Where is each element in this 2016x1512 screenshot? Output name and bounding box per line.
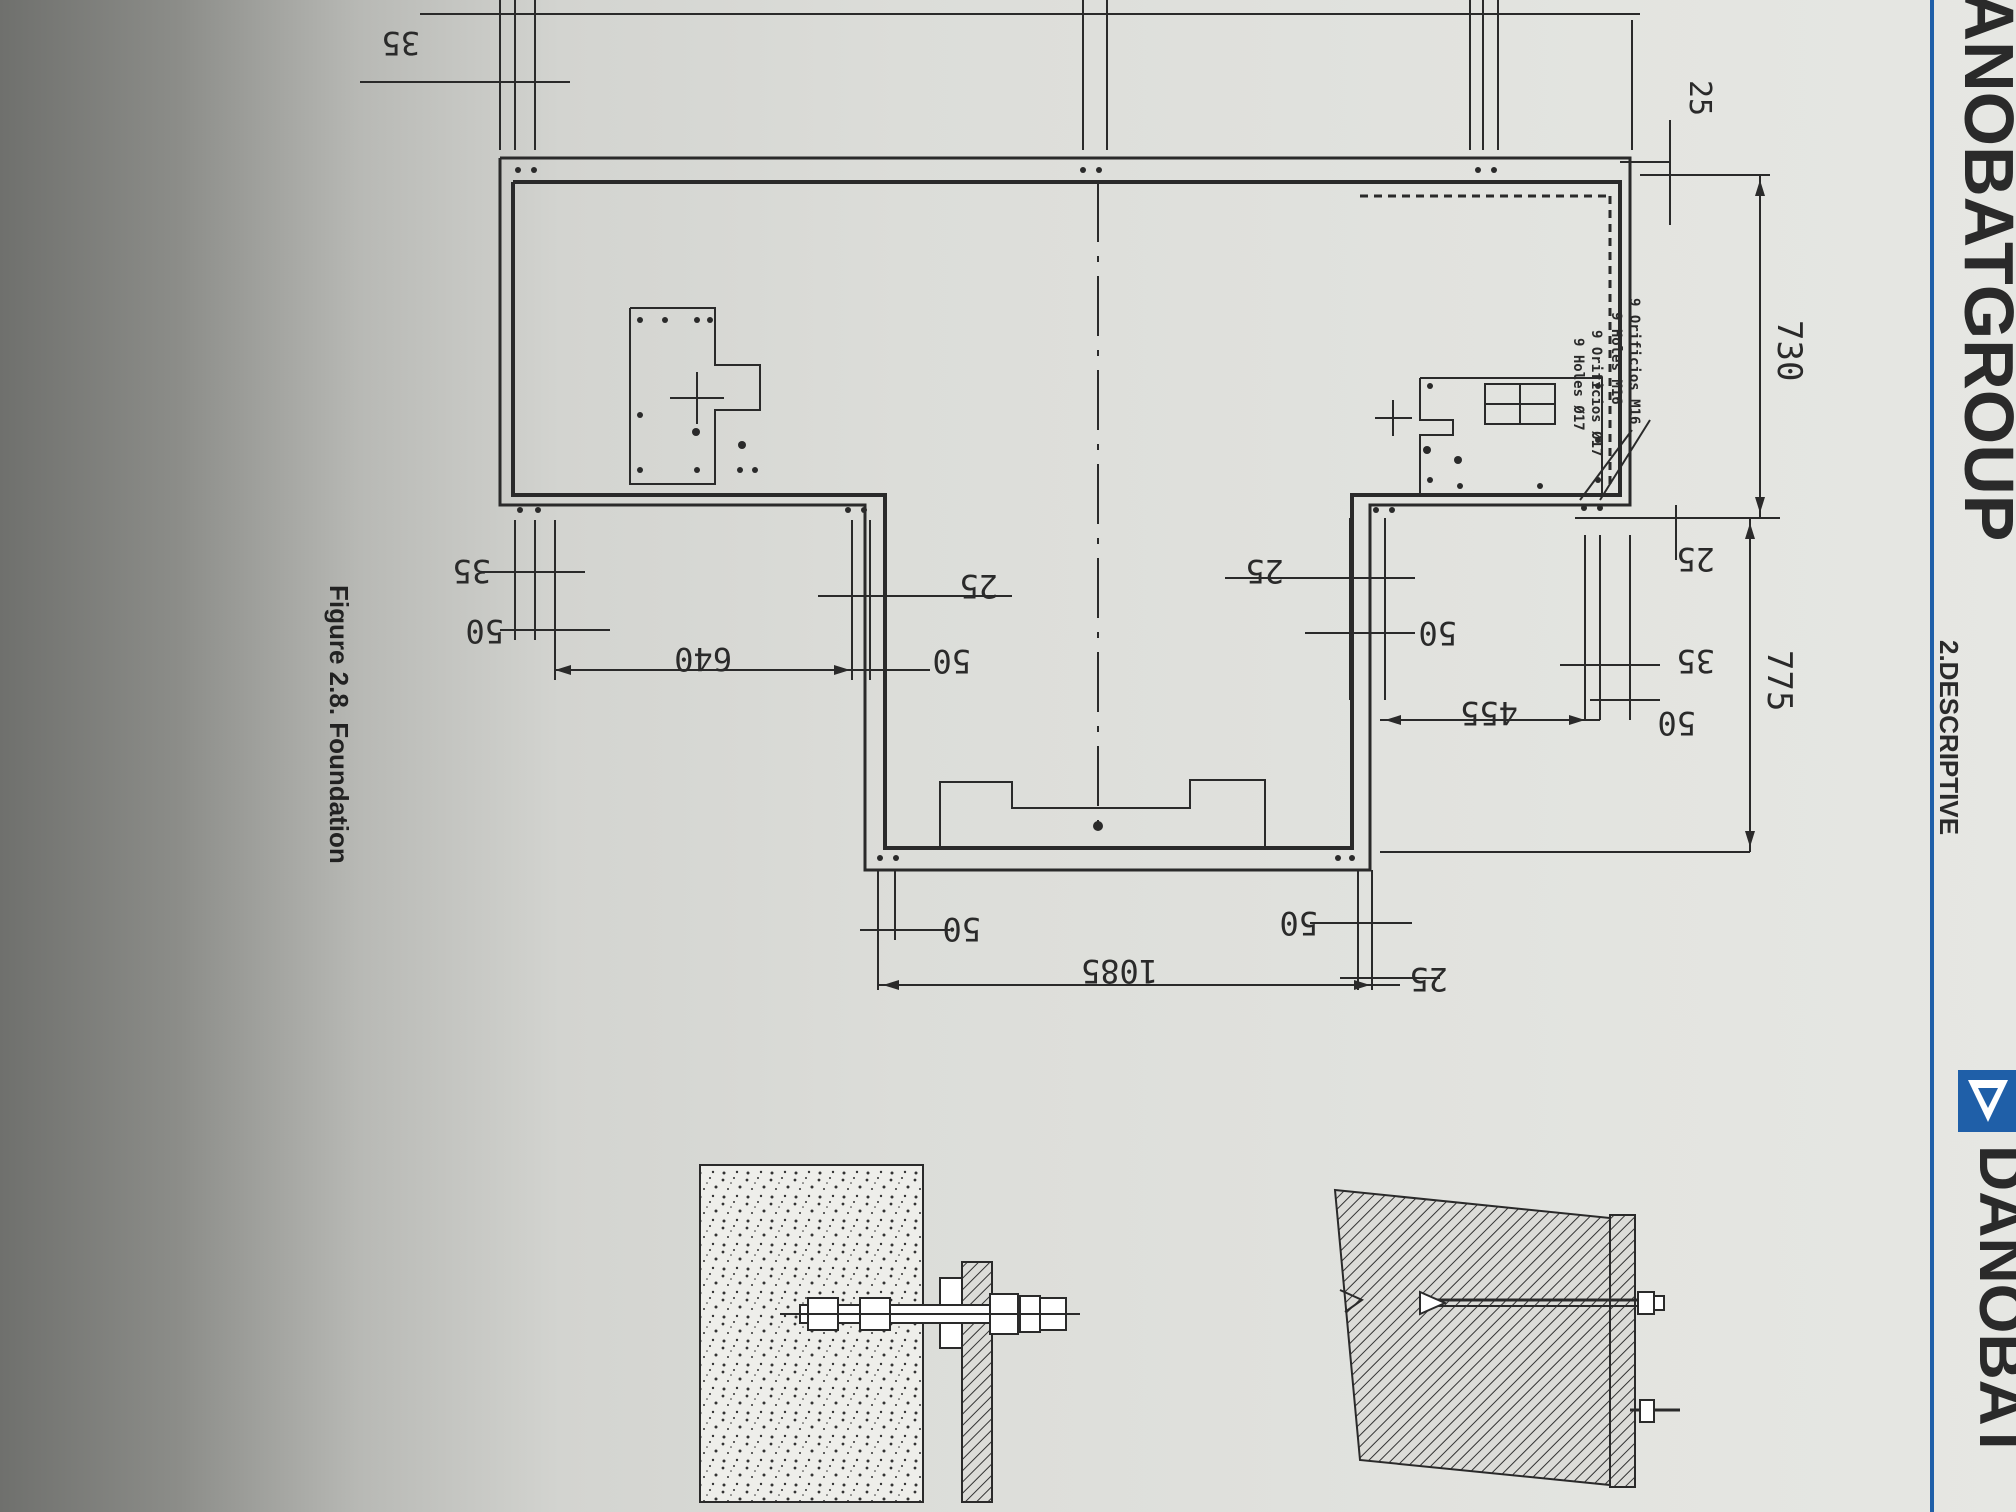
anchor-detail-wall [1333,1188,1680,1488]
dim-1085: 1085 [1081,952,1158,990]
dim-25-mid-right: 25 [1245,552,1284,590]
dim-25-right: 25 [1676,540,1715,578]
header-company-text: DANOBATGROUP [1950,0,2016,541]
foundation-inner-outline [511,180,1622,850]
dim-50-mid-left: 50 [932,642,971,680]
dimension-lines [360,0,1780,990]
right-anchor-plate [1419,377,1603,496]
holes-note: 9 Orificios M16 9 Holes M16 9 Orificios … [1570,298,1651,501]
figure-caption: Figure 2.8. Foundation [324,585,354,864]
foundation-outer-outline [498,156,1632,872]
dim-775: 775 [1759,650,1799,711]
dim-25-top: 25 [1682,80,1717,116]
dim-35-top: 35 [381,24,420,62]
brand-name: DANOBAT [1966,1145,2016,1460]
dimension-arrows [555,180,1765,990]
dim-50-mid-right: 50 [1418,614,1457,652]
base-block [939,779,1266,848]
note-line-4: 9 Holes Ø17 [1570,338,1586,431]
note-line-2: 9 Holes M16 [1608,312,1624,405]
note-line-1: 9 Orificios M16 [1626,298,1642,424]
left-anchor-plate [629,307,761,485]
danobat-logo-icon [1958,1070,2016,1132]
anchor-marks [515,167,1603,861]
dim-50-bottom-right: 50 [1279,904,1318,942]
dim-50-bottom-left: 50 [942,910,981,948]
foundation-plan [498,156,1632,872]
dim-35-left: 35 [452,552,491,590]
note-line-3: 9 Orificios Ø17 [1588,330,1604,456]
dim-50-left: 50 [465,612,504,650]
dim-35-right: 35 [1676,642,1715,680]
dim-640: 640 [674,640,732,678]
dim-50-right: 50 [1657,704,1696,742]
dim-25-bottom: 25 [1409,960,1448,998]
dimension-labels: 35 25 730 775 25 35 50 455 25 50 25 50 6… [381,24,1809,998]
dim-730: 730 [1769,320,1809,381]
dim-25-mid-left: 25 [959,567,998,605]
dim-455: 455 [1460,694,1518,732]
header-section-title: 2.DESCRIPTIVE [1934,640,1964,835]
anchor-detail-concrete [699,1164,1080,1503]
